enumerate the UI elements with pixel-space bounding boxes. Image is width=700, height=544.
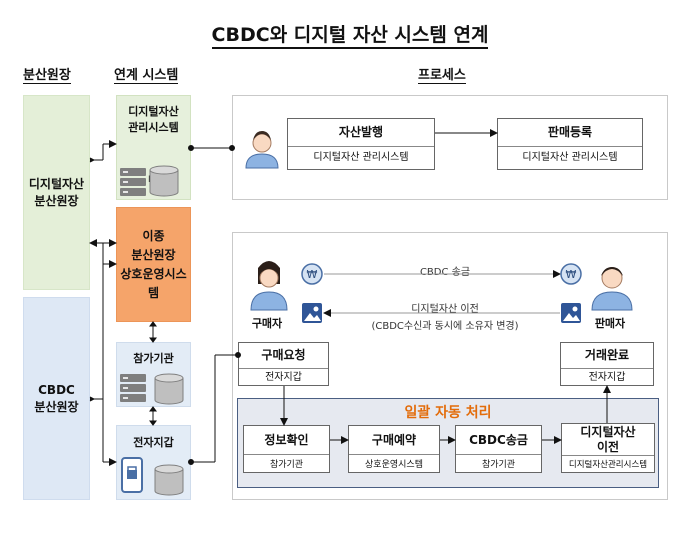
ledger-connectors (89, 140, 157, 466)
auto-step-asset-transfer: 디지털자산 이전 디지털자산관리시스템 (561, 423, 655, 473)
issuer-person-icon (245, 131, 279, 169)
database-icon (154, 373, 184, 405)
server-icon (120, 374, 146, 402)
won-coin-icon: ₩ (560, 263, 582, 285)
svg-text:₩: ₩ (566, 268, 577, 281)
won-coin-icon: ₩ (301, 263, 323, 285)
auto-step-cbdc-transfer: CBDC송금 참가기관 (455, 425, 542, 473)
page-title: CBDC와 디지털 자산 시스템 연계 (0, 20, 700, 49)
buyer-label: 구매자 (251, 317, 283, 330)
cbdc-transfer-label: CBDC 송금 (419, 267, 471, 278)
asset-image-icon (561, 303, 581, 323)
server-icon (120, 168, 146, 196)
trade-complete-box: 거래완료 전자지갑 (560, 342, 654, 386)
asset-issue-box: 자산발행 디지털자산 관리시스템 (287, 118, 435, 170)
database-icon (154, 464, 184, 496)
seller-person-icon (591, 267, 633, 311)
buyer-person-icon (250, 261, 288, 311)
mobile-wallet-icon (121, 457, 143, 493)
database-icon (149, 165, 179, 197)
auto-process-title: 일괄 자동 처리 (404, 405, 492, 421)
svg-text:₩: ₩ (307, 268, 318, 281)
auto-step-reservation: 구매예약 상호운영시스템 (348, 425, 440, 473)
seller-label: 판매자 (594, 317, 626, 330)
purchase-request-box: 구매요청 전자지갑 (238, 342, 329, 386)
asset-image-icon (302, 303, 322, 323)
header-system: 연계 시스템 (114, 68, 179, 84)
header-process: 프로세스 (418, 68, 466, 84)
auto-step-info-check: 정보확인 참가기관 (243, 425, 330, 473)
process-connectors (188, 129, 611, 465)
asset-transfer-note: (CBDC수신과 동시에 소유자 변경) (371, 321, 519, 332)
header-ledger: 분산원장 (23, 68, 71, 84)
asset-transfer-label: 디지털자산 이전 (411, 304, 479, 315)
sales-register-box: 판매등록 디지털자산 관리시스템 (497, 118, 643, 170)
